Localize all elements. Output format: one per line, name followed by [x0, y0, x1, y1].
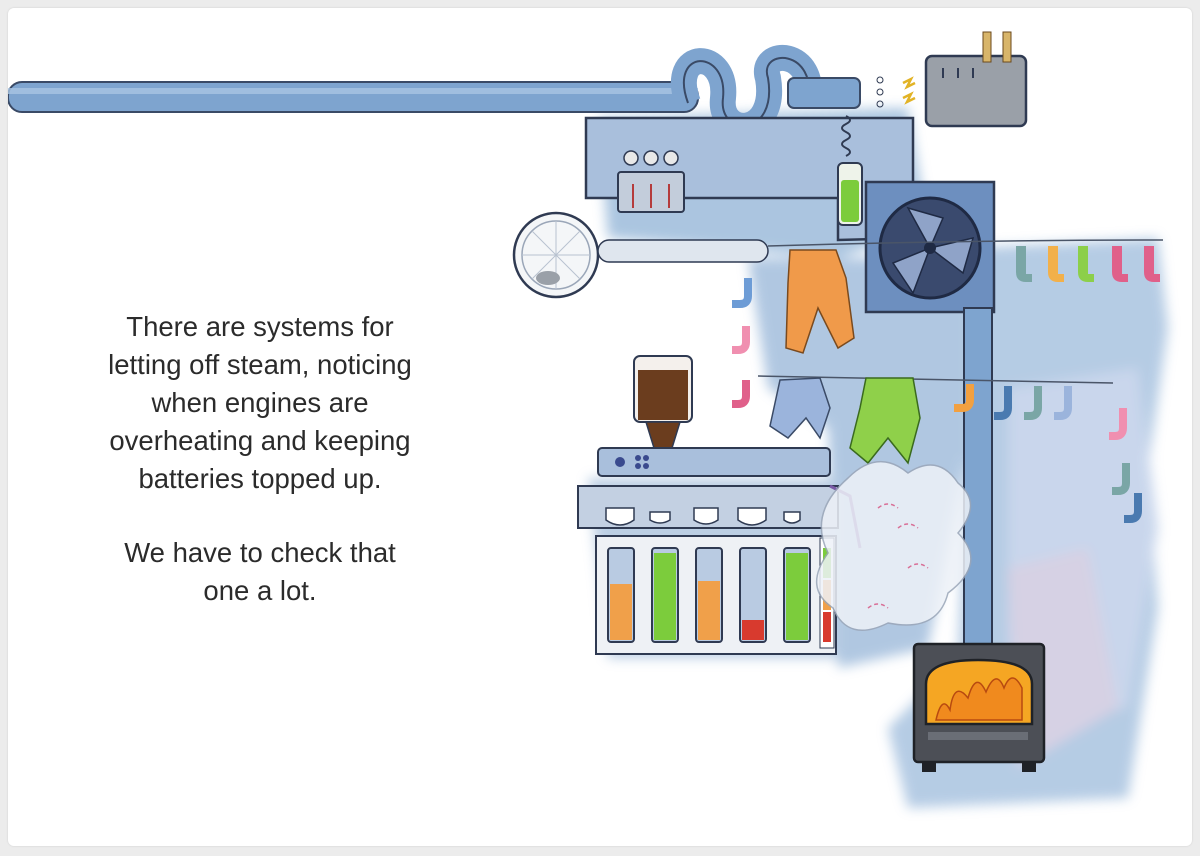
book-page: There are systems for letting off steam,… [8, 8, 1192, 846]
engine-box [584, 116, 915, 242]
green-onesie [849, 377, 921, 465]
toaster-icon [876, 31, 1028, 128]
battery-level-fill [742, 620, 764, 640]
note-line: We have to check that [124, 537, 396, 568]
steam-pipe [8, 81, 699, 113]
battery-level-fill [610, 584, 632, 640]
coffee-machine [577, 447, 862, 549]
clothesline [732, 239, 1164, 523]
battery-level-fill [698, 581, 720, 640]
mouse-icon [536, 271, 560, 285]
coffee-cups-icon [605, 507, 801, 526]
battery-level-fill [654, 553, 676, 640]
flue-pipe [963, 307, 993, 659]
note-line: one a lot. [203, 575, 317, 606]
caption-line: There are systems for [126, 311, 394, 342]
caption-line: batteries topped up. [138, 463, 382, 494]
coffee-grinder-icon [633, 355, 693, 449]
battery-level-fill [786, 553, 808, 640]
story-text: There are systems for letting off steam,… [60, 308, 460, 610]
orange-onesie [785, 249, 855, 354]
caption-line: when engines are [151, 387, 369, 418]
battery-gauges [595, 535, 837, 655]
fire-icon [935, 677, 1023, 721]
steam-cloud-icon [815, 460, 972, 631]
fan-icon [864, 180, 996, 314]
wood-stove-icon [912, 642, 1046, 772]
blue-onesie [769, 377, 831, 440]
battery-gauge [739, 547, 767, 643]
caption-line: overheating and keeping [109, 425, 411, 456]
note-paragraph: We have to check that one a lot. [60, 534, 460, 610]
charging-battery [837, 115, 863, 226]
machine-illustration [8, 31, 1168, 808]
caption-paragraph: There are systems for letting off steam,… [60, 308, 460, 498]
hamster-wheel-icon [512, 211, 769, 299]
socks-icon [732, 246, 1160, 523]
caption-line: letting off steam, noticing [108, 349, 412, 380]
